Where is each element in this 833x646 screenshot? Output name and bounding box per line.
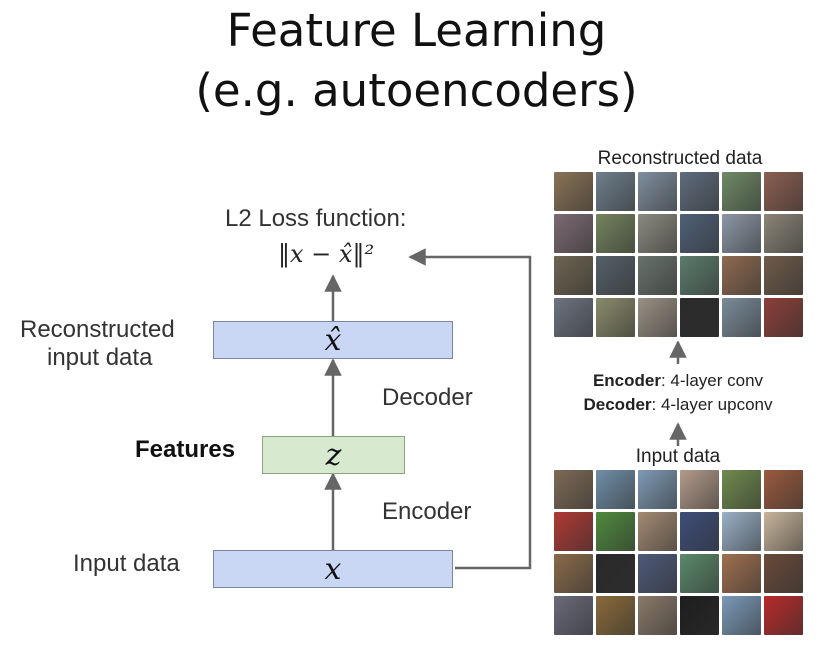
features-symbol: z (325, 437, 342, 473)
input-image-tile (764, 470, 803, 509)
input-image-tile (722, 470, 761, 509)
reconstructed-image-grid (554, 172, 803, 337)
reconstructed-image-tile (638, 298, 677, 337)
input-image-tile (680, 512, 719, 551)
encoder-label: Encoder (382, 498, 472, 525)
input-image-tile (638, 596, 677, 635)
input-image-tile (638, 470, 677, 509)
arrow-input-to-loss (408, 248, 532, 570)
input-image-tile (554, 596, 593, 635)
reconstructed-image-tile (554, 256, 593, 295)
reconstructed-image-tile (764, 298, 803, 337)
reconstructed-image-tile (554, 298, 593, 337)
input-image-tile (680, 554, 719, 593)
input-data-title: Input data (635, 446, 721, 467)
reconstructed-image-tile (554, 214, 593, 253)
input-image-tile (596, 596, 635, 635)
encoder-desc: Encoder: 4-layer conv (555, 371, 801, 391)
input-image-tile (596, 512, 635, 551)
reconstructed-image-tile (638, 214, 677, 253)
reconstructed-data-title: Reconstructed data (597, 148, 763, 169)
input-image-tile (596, 554, 635, 593)
input-image-tile (638, 512, 677, 551)
input-symbol: x (324, 551, 342, 587)
input-image-tile (596, 470, 635, 509)
input-image-tile (554, 470, 593, 509)
input-image-tile (764, 512, 803, 551)
reconstructed-image-tile (680, 172, 719, 211)
reconstructed-image-tile (764, 256, 803, 295)
reconstructed-image-tile (722, 214, 761, 253)
input-image-tile (638, 554, 677, 593)
decoder-word: Decoder (583, 395, 652, 414)
input-image-tile (554, 554, 593, 593)
reconstructed-image-tile (764, 214, 803, 253)
input-image-tile (680, 470, 719, 509)
loss-formula: ‖x − x̂‖² (278, 240, 375, 268)
reconstructed-image-tile (638, 172, 677, 211)
features-box: z (262, 436, 405, 474)
reconstructed-image-tile (680, 214, 719, 253)
reconstructed-image-tile (596, 172, 635, 211)
reconstructed-label-line2: input data (47, 344, 153, 371)
reconstructed-image-tile (764, 172, 803, 211)
reconstructed-image-tile (596, 298, 635, 337)
input-image-tile (764, 554, 803, 593)
encoder-word: Encoder (592, 371, 661, 390)
reconstructed-image-tile (680, 256, 719, 295)
input-image-tile (722, 554, 761, 593)
input-image-tile (764, 596, 803, 635)
reconstructed-image-tile (680, 298, 719, 337)
reconstructed-image-tile (596, 214, 635, 253)
reconstructed-image-tile (554, 172, 593, 211)
loss-title: L2 Loss function: (225, 205, 407, 232)
reconstructed-image-tile (596, 256, 635, 295)
title-line-2: (e.g. autoencoders) (195, 64, 638, 117)
encoder-desc-text: : 4-layer conv (660, 371, 764, 390)
input-label: Input data (73, 550, 180, 577)
title-line-1: Feature Learning (226, 4, 607, 57)
input-image-tile (554, 512, 593, 551)
reconstructed-image-tile (638, 256, 677, 295)
reconstructed-image-tile (722, 298, 761, 337)
decoder-label: Decoder (382, 384, 473, 411)
input-box: x (213, 550, 453, 588)
decoder-desc: Decoder: 4-layer upconv (555, 395, 801, 415)
reconstructed-box: x̂ (213, 321, 453, 359)
input-image-tile (680, 596, 719, 635)
reconstructed-label-line1: Reconstructed (20, 316, 175, 343)
input-image-grid (554, 470, 803, 635)
input-image-tile (722, 596, 761, 635)
reconstructed-image-tile (722, 172, 761, 211)
reconstructed-symbol: x̂ (324, 322, 342, 358)
decoder-desc-text: : 4-layer upconv (651, 395, 773, 414)
input-image-tile (722, 512, 761, 551)
reconstructed-image-tile (722, 256, 761, 295)
features-label: Features (135, 436, 236, 463)
